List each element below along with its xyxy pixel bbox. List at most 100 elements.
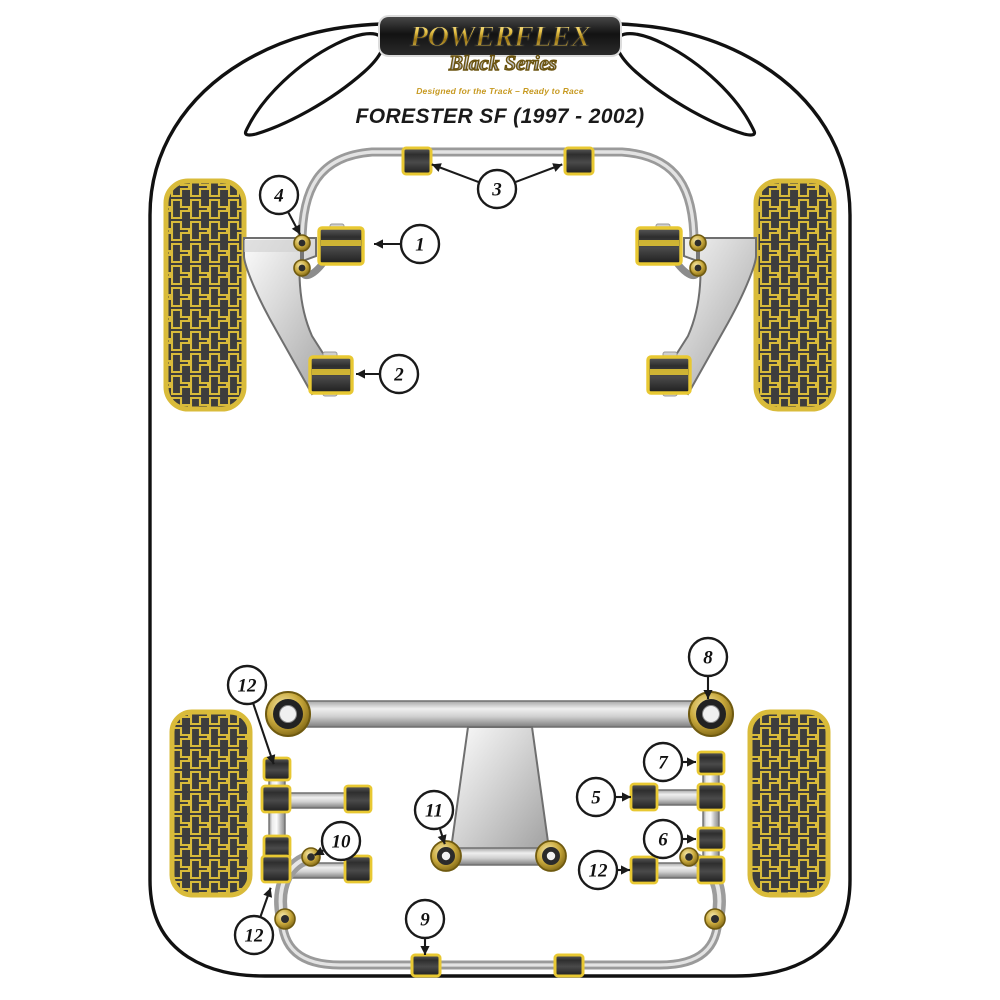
callout-circle[interactable]	[476, 168, 518, 210]
bush-rear-left-upper-vertical	[262, 756, 292, 782]
callout-number: 8	[703, 648, 713, 669]
callout-number: 5	[591, 788, 601, 809]
ring-rear-crossmember-right	[688, 691, 734, 737]
node-front-droplink-top-right	[689, 234, 707, 252]
callout-circle[interactable]	[378, 353, 420, 395]
callout-circle[interactable]	[399, 223, 441, 265]
callout-12[interactable]: 12	[233, 887, 275, 956]
callout-arrowhead	[431, 163, 442, 172]
callout-6[interactable]: 6	[642, 818, 696, 860]
callout-leader	[252, 703, 275, 765]
callout-7[interactable]: 7	[642, 741, 696, 783]
callout-number: 6	[658, 830, 668, 851]
wheel-rear-right	[747, 709, 831, 898]
bush-rear-right-lateral-outer-2	[696, 855, 726, 885]
bush-front-wishbone-rear-left	[308, 351, 354, 397]
rear-anti-roll-bar	[277, 911, 723, 970]
bush-rear-left-lateral-outer-1	[343, 784, 373, 814]
ring-rear-crossmember-left	[265, 691, 311, 737]
callout-arrowhead	[703, 690, 713, 699]
wheel-front-left	[163, 178, 247, 412]
callout-number: 2	[393, 365, 404, 386]
callout-number: 10	[332, 832, 352, 853]
callout-arrowhead	[374, 239, 383, 249]
bush-rear-left-lateral-inner-2	[260, 854, 292, 884]
callout-circle[interactable]	[404, 898, 446, 940]
node-front-droplink-bottom-left	[293, 259, 311, 277]
callout-4[interactable]: 4	[258, 174, 302, 235]
callout-number: 9	[420, 910, 430, 931]
callout-11[interactable]: 11	[413, 789, 455, 845]
callout-number: 4	[273, 186, 284, 207]
callout-circle[interactable]	[642, 818, 684, 860]
callout-5[interactable]: 5	[575, 776, 631, 818]
bush-diff-mount-left	[430, 840, 462, 872]
page-title: FORESTER SF (1997 - 2002)	[355, 105, 645, 128]
callout-number: 12	[238, 676, 258, 697]
callout-1[interactable]: 1	[374, 223, 441, 265]
callout-number: 3	[491, 180, 502, 201]
callout-circle[interactable]	[687, 636, 729, 678]
callout-number: 12	[245, 926, 265, 947]
logo-tagline: Designed for the Track – Ready to Race	[416, 86, 584, 96]
callout-10[interactable]: 10	[314, 820, 362, 862]
series-wordmark: Black Series	[448, 51, 557, 75]
callout-9[interactable]: 9	[404, 898, 446, 955]
bush-rear-left-lateral-inner-1	[260, 784, 292, 814]
header-block: POWERFLEX Black Series Designed for the …	[0, 0, 1000, 129]
bush-front-wishbone-rear-right	[646, 351, 692, 397]
callout-number: 11	[425, 801, 443, 822]
callout-arrowhead	[622, 792, 631, 802]
callout-circle[interactable]	[577, 849, 619, 891]
brand-wordmark: POWERFLEX	[409, 20, 592, 53]
callout-circle[interactable]	[258, 174, 300, 216]
callout-arrowhead	[291, 224, 301, 235]
bush-rear-arb-right	[553, 953, 585, 978]
callout-number: 7	[658, 753, 669, 774]
callout-2[interactable]: 2	[356, 353, 420, 395]
callout-arrowhead	[263, 887, 273, 898]
node-rear-trailing-right-upper	[679, 847, 699, 867]
node-front-droplink-bottom-right	[689, 259, 707, 277]
callout-arrowhead	[437, 834, 447, 845]
callout-number: 1	[415, 235, 425, 256]
node-rear-trailing-left-lower	[274, 908, 296, 930]
wheel-front-right	[753, 178, 837, 412]
callout-circle[interactable]	[233, 914, 275, 956]
node-front-droplink-top-left	[293, 234, 311, 252]
callout-arrowhead	[420, 946, 430, 955]
callout-arrowhead	[356, 369, 365, 379]
bush-front-arb-left	[401, 146, 433, 176]
node-rear-trailing-left-upper	[301, 847, 321, 867]
front-anti-roll-bar	[297, 147, 699, 248]
bush-front-arb-right	[563, 146, 595, 176]
callout-circle[interactable]	[320, 820, 362, 862]
bush-rear-right-lateral-outer-1	[696, 782, 726, 812]
wheel-rear-left	[169, 709, 253, 898]
callout-circle[interactable]	[226, 664, 268, 706]
bush-rear-right-upper-vertical	[696, 750, 726, 776]
node-rear-trailing-right-lower	[704, 908, 726, 930]
callout-8[interactable]: 8	[687, 636, 729, 699]
callout-arrowhead	[687, 757, 696, 767]
bush-front-wishbone-front-right	[635, 223, 683, 266]
callout-arrowhead	[314, 846, 325, 856]
bush-rear-left-lateral-outer-2	[343, 854, 373, 884]
callout-circle[interactable]	[413, 789, 455, 831]
callout-3[interactable]: 3	[431, 163, 563, 210]
bush-front-wishbone-front-left	[317, 223, 365, 266]
callout-12[interactable]: 12	[577, 849, 630, 891]
callout-arrowhead	[552, 163, 563, 172]
callout-12[interactable]: 12	[226, 664, 276, 765]
callout-circle[interactable]	[642, 741, 684, 783]
bush-diff-mount-right	[535, 840, 567, 872]
callout-arrowhead	[621, 865, 630, 875]
callout-circle[interactable]	[575, 776, 617, 818]
callout-number: 12	[589, 861, 609, 882]
wheels-group	[163, 178, 837, 898]
callout-arrowhead	[687, 834, 696, 844]
bush-rear-right-lateral-inner-1	[629, 782, 659, 812]
bush-rear-arb-left	[410, 953, 442, 978]
